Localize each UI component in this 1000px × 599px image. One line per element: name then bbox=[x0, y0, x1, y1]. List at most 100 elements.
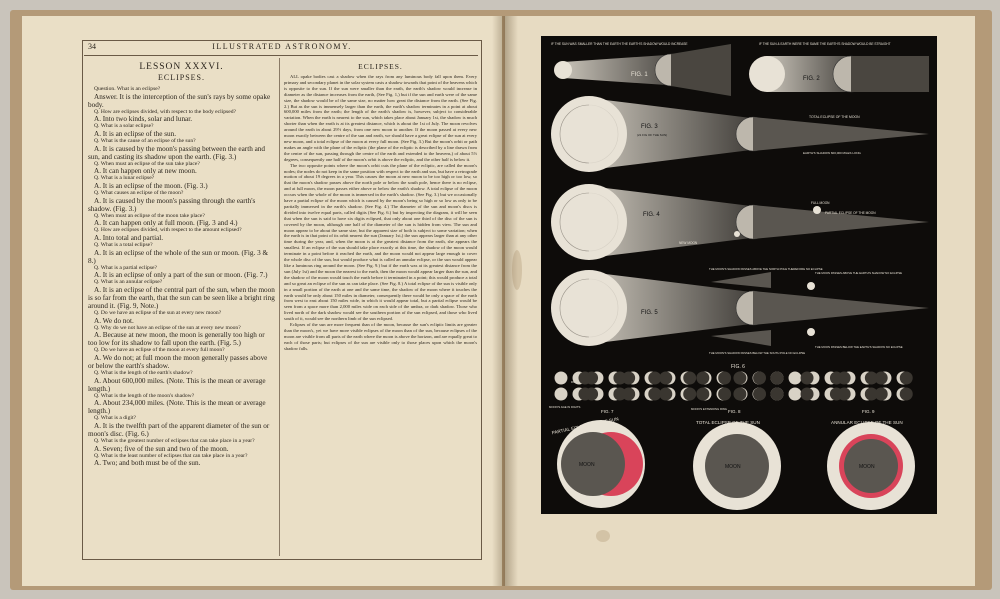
answer: A. About 234,000 miles. (Note. This is t… bbox=[88, 399, 266, 416]
fig5-note-bottom-right: THE MOON PASSES BELOW THE EARTH'S SHADOW… bbox=[815, 345, 903, 349]
digit-shade bbox=[648, 387, 662, 401]
answer: A. It can happen only at new moon. bbox=[94, 167, 197, 176]
digit-shade bbox=[800, 371, 814, 385]
fig4-caption: PARTIAL ECLIPSE OF THE MOON bbox=[825, 211, 876, 215]
fig1-shadow bbox=[671, 44, 731, 96]
fig4-new-moon bbox=[734, 231, 740, 237]
fig3-sublabel: (21 FIG OF THE SUN) bbox=[637, 133, 667, 137]
fig4-rays bbox=[589, 186, 751, 258]
question: Q. What is the length of the earth's sha… bbox=[94, 369, 193, 376]
answer: A. It is caused by the moon's passing be… bbox=[88, 144, 265, 161]
answer: A. It can happen only at full moon. (Fig… bbox=[94, 219, 238, 228]
running-header: 34 ILLUSTRATED ASTRONOMY. bbox=[88, 42, 476, 54]
plate-illustration: IF THE SUN WAS SMALLER THAN THE EARTH TH… bbox=[549, 42, 929, 510]
digit-disc bbox=[554, 387, 568, 401]
digit-shade bbox=[622, 387, 636, 401]
digit-shade bbox=[683, 387, 697, 401]
prose-title: ECLIPSES. bbox=[358, 62, 403, 71]
digit-shade bbox=[733, 371, 747, 385]
answer: A. Seven; five of the sun and two of the… bbox=[94, 444, 229, 453]
digit-shade bbox=[864, 371, 878, 385]
answer: A. It is the twelfth part of the apparen… bbox=[88, 421, 270, 438]
fig8-label: FIG. 8 bbox=[728, 409, 741, 414]
digit-shade bbox=[696, 387, 710, 401]
fig1-caption: IF THE SUN WAS SMALLER THAN THE EARTH TH… bbox=[551, 42, 688, 46]
question: Q. Do we have an eclipse of the moon at … bbox=[94, 347, 225, 354]
paper-stain bbox=[512, 250, 522, 290]
fig3-shadow bbox=[753, 117, 929, 151]
fig5-lower-moon bbox=[807, 328, 815, 336]
digit-shade bbox=[648, 371, 662, 385]
answer: A. Because at new moon, the moon is gene… bbox=[88, 331, 265, 348]
answer: A. It is an eclipse of the sun. bbox=[94, 129, 177, 138]
fig7-moon-label: MOON bbox=[579, 462, 595, 468]
page-number: 34 bbox=[88, 42, 96, 51]
digit-disc bbox=[554, 371, 568, 385]
question: Q. What is a total eclipse? bbox=[94, 241, 153, 248]
digit-shade bbox=[837, 371, 851, 385]
fig5-note-bottom-left: THE MOON'S SHADOW PASSES BELOW THE SOUTH… bbox=[709, 351, 805, 355]
digit-shade bbox=[753, 387, 767, 401]
fig4-full-moon-label: FULL MOON bbox=[811, 201, 830, 205]
answer: A. Into total and partial. bbox=[94, 233, 164, 242]
question: Q. How are eclipses divided, with respec… bbox=[94, 227, 242, 234]
question: Q. When must an eclipse of the moon take… bbox=[94, 212, 205, 219]
fig2-caption: IF THE SUN & EARTH WERE THE SAME THE EAR… bbox=[759, 42, 891, 46]
running-title: ILLUSTRATED ASTRONOMY. bbox=[212, 42, 352, 51]
prose-paragraph: ALL opake bodies cast a shadow when the … bbox=[284, 74, 477, 162]
digit-shade bbox=[837, 387, 851, 401]
fig9-moon-label: MOON bbox=[859, 464, 875, 470]
fig5-lower-moon-shadow bbox=[711, 330, 771, 346]
left-page bbox=[22, 16, 502, 586]
fig6-row-upper bbox=[554, 371, 913, 385]
fig4-new-moon-label: NEW MOON bbox=[679, 241, 698, 245]
question: Q. What causes an eclipse of the moon? bbox=[94, 189, 184, 196]
digit-shade bbox=[683, 371, 697, 385]
question: Q. What is a partial eclipse? bbox=[94, 264, 157, 271]
digit-shade bbox=[800, 387, 814, 401]
fig1-label: FIG. 1 bbox=[631, 72, 648, 78]
fig3-shadow-label: EARTH'S SHADOW 600,000 MILES LONG bbox=[803, 151, 862, 155]
answer: A. It is an eclipse of the central part … bbox=[88, 285, 275, 310]
question: Q. What is a lunar eclipse? bbox=[94, 175, 155, 182]
qa-column: LESSON XXXVI. ECLIPSES. Question. What i… bbox=[88, 60, 275, 554]
lesson-title: LESSON XXXVI. bbox=[139, 62, 224, 72]
prose-column: ECLIPSES. ALL opake bodies cast a shadow… bbox=[284, 60, 477, 554]
digit-shade bbox=[659, 371, 673, 385]
fig5-note-top-left: THE MOON'S SHADOW PASSES ABOVE THE NORTH… bbox=[709, 267, 823, 271]
digit-shade bbox=[718, 371, 732, 385]
fig5-shadow bbox=[753, 291, 929, 325]
question: Q. Do we have an eclipse of the sun at e… bbox=[94, 309, 222, 316]
digit-shade bbox=[718, 387, 732, 401]
digit-shade bbox=[874, 371, 888, 385]
fig6-extension-label: MOON'S EXTENDING RING bbox=[691, 407, 727, 411]
fig9-moon bbox=[844, 439, 898, 493]
digit-shade bbox=[899, 371, 913, 385]
paper-stain bbox=[596, 530, 610, 542]
prose-paragraph: The two opposite points where the moon's… bbox=[284, 162, 477, 322]
digit-shade bbox=[585, 387, 599, 401]
fig2-label: FIG. 2 bbox=[803, 76, 820, 82]
answer: A. It is an eclipse of only a part of th… bbox=[94, 271, 268, 280]
answer: A. It is an eclipse of the whole of the … bbox=[88, 248, 269, 265]
book-gutter bbox=[492, 16, 518, 586]
fig8-moon-label: MOON bbox=[725, 464, 741, 470]
question: Q. How are eclipses divided, with respec… bbox=[94, 108, 236, 115]
fig9-label: FIG. 9 bbox=[862, 409, 875, 414]
fig7-moon bbox=[561, 432, 625, 496]
question: Q. What is a digit? bbox=[94, 415, 136, 422]
answer: A. Two; and both must be of the sun. bbox=[94, 459, 201, 468]
question-answer-list: Question. What is an eclipse?Answer. It … bbox=[88, 86, 275, 467]
question: Q. What is the length of the moon's shad… bbox=[94, 392, 195, 399]
fig4-full-moon bbox=[813, 206, 821, 214]
question: Q. Why do we not have an eclipse of the … bbox=[94, 324, 241, 331]
digit-shade bbox=[864, 387, 878, 401]
answer: A. Into two kinds, solar and lunar. bbox=[94, 115, 193, 124]
fig3-caption: TOTAL ECLIPSE OF THE MOON bbox=[809, 115, 860, 119]
fig4-shadow bbox=[753, 205, 929, 239]
digit-disc bbox=[788, 387, 802, 401]
answer: A. We do not. bbox=[94, 316, 134, 325]
fig6-row-lower bbox=[554, 387, 913, 401]
text-frame bbox=[82, 40, 482, 560]
